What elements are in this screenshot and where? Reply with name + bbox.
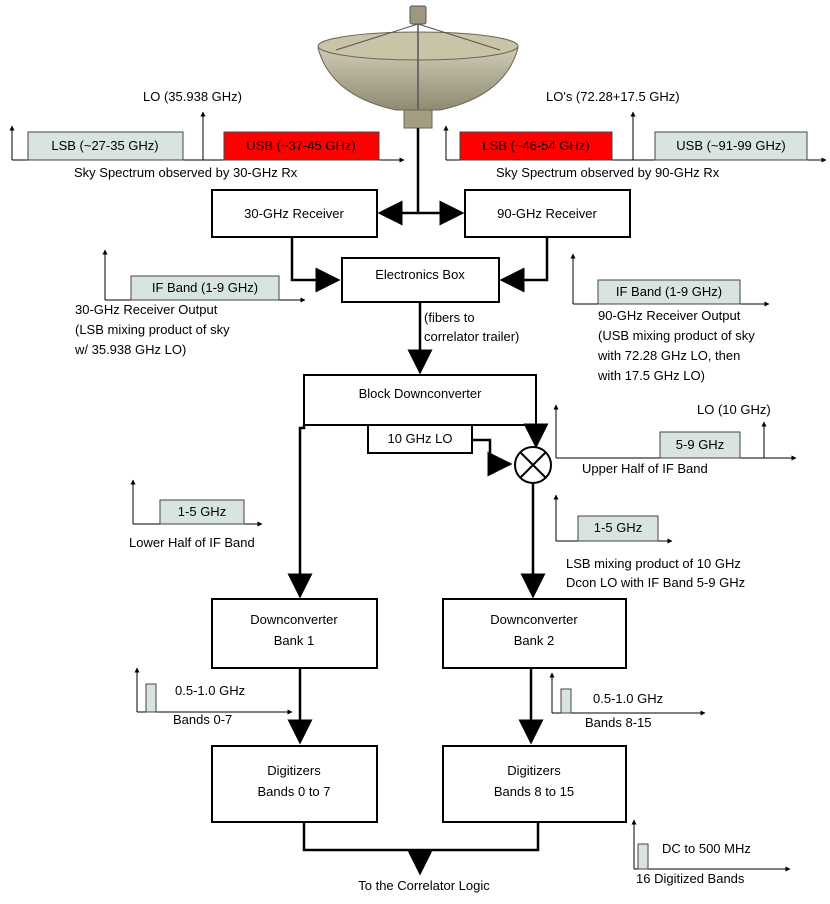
lower-half-caption: Lower Half of IF Band — [129, 535, 255, 550]
dig1-label-line2: Bands 0 to 7 — [258, 784, 331, 799]
if90-caption-line4: with 17.5 GHz LO) — [597, 368, 705, 383]
spectrum-90-caption: Sky Spectrum observed by 90-GHz Rx — [496, 165, 720, 180]
lo-label-30: LO (35.938 GHz) — [143, 89, 242, 104]
receiver-30ghz-label: 30-GHz Receiver — [244, 206, 344, 221]
bands-815-caption: Bands 8-15 — [585, 715, 652, 730]
dcbank1-label-line2: Bank 1 — [274, 633, 314, 648]
lo-label-90: LO's (72.28+17.5 GHz) — [546, 89, 680, 104]
lsb-mix-caption-line1: LSB mixing product of 10 GHz — [566, 556, 741, 571]
dig2-label-line2: Bands 8 to 15 — [494, 784, 574, 799]
if30-caption-line2: (LSB mixing product of sky — [75, 322, 230, 337]
bands-8-15-spectrum: 0.5-1.0 GHz Bands 8-15 — [549, 672, 706, 730]
lower-half-if: 1-5 GHz Lower Half of IF Band — [129, 479, 263, 550]
dig2-label-line1: Digitizers — [507, 763, 561, 778]
lsb-band-30 — [27, 131, 184, 161]
upper-half-lo-label: LO (10 GHz) — [697, 402, 771, 417]
lsb-mixing-product: 1-5 GHz LSB mixing product of 10 GHz Dco… — [553, 494, 745, 590]
digitizers-2-box: Digitizers Bands 8 to 15 — [442, 745, 627, 823]
upper-half-if: 5-9 GHz LO (10 GHz) Upper Half of IF Ban… — [553, 402, 797, 476]
receiver-30ghz-box: 30-GHz Receiver — [211, 189, 378, 238]
if30-caption-line1: 30-GHz Receiver Output — [75, 302, 218, 317]
electronics-box-label: Electronics Box — [375, 267, 465, 282]
if30-caption-line3: w/ 35.938 GHz LO) — [74, 342, 186, 357]
antenna-dish-icon — [317, 5, 519, 129]
receiver-90ghz-label: 90-GHz Receiver — [497, 206, 597, 221]
digitized-caption: 16 Digitized Bands — [636, 871, 745, 886]
if90-caption-line2: (USB mixing product of sky — [598, 328, 755, 343]
bands-0-7-spectrum: 0.5-1.0 GHz Bands 0-7 — [134, 667, 293, 727]
lo-10ghz-box: 10 GHz LO — [367, 424, 473, 454]
lsb-band-90 — [459, 131, 613, 161]
lsb-band-30-label: LSB (~27-35 GHz) — [51, 138, 158, 153]
receiver-90ghz-box: 90-GHz Receiver — [464, 189, 631, 238]
fibers-note-line2: correlator trailer) — [424, 329, 519, 344]
if90-band-label: IF Band (1-9 GHz) — [616, 284, 722, 299]
dcbank2-label-line1: Downconverter — [490, 612, 578, 627]
lsb-band-90-label: LSB (~46-54 GHz) — [482, 138, 589, 153]
dig1-label-line1: Digitizers — [267, 763, 321, 778]
usb-band-30-label: USB (~37-45 GHz) — [246, 138, 355, 153]
downconverter-bank-2-box: Downconverter Bank 2 — [442, 598, 627, 669]
digitizers-1-box: Digitizers Bands 0 to 7 — [211, 745, 378, 823]
mixer-icon — [514, 446, 552, 484]
if90-caption-line3: with 72.28 GHz LO, then — [597, 348, 740, 363]
bands-815-freq: 0.5-1.0 GHz — [593, 691, 663, 706]
digitized-freq: DC to 500 MHz — [662, 841, 751, 856]
block-downconverter-label: Block Downconverter — [359, 386, 482, 401]
if90-caption-line1: 90-GHz Receiver Output — [598, 308, 741, 323]
dcbank2-label-line2: Bank 2 — [514, 633, 554, 648]
dcbank1-label-line1: Downconverter — [250, 612, 338, 627]
spectrum-30-caption: Sky Spectrum observed by 30-GHz Rx — [74, 165, 298, 180]
if-output-90ghz: IF Band (1-9 GHz) 90-GHz Receiver Output… — [570, 253, 770, 383]
block-downconverter-box: Block Downconverter — [303, 374, 537, 426]
if-output-30ghz: IF Band (1-9 GHz) 30-GHz Receiver Output… — [74, 249, 306, 357]
lo-10ghz-label: 10 GHz LO — [387, 431, 452, 446]
usb-band-90-label: USB (~91-99 GHz) — [676, 138, 785, 153]
upper-half-band-label: 5-9 GHz — [676, 437, 724, 452]
upper-half-caption: Upper Half of IF Band — [582, 461, 708, 476]
lower-half-band-label: 1-5 GHz — [178, 504, 226, 519]
fibers-note-line1: (fibers to — [424, 310, 475, 325]
spectrum-30ghz: LSB (~27-35 GHz) USB (~37-45 GHz) LO (35… — [9, 89, 405, 180]
downconverter-bank-1-box: Downconverter Bank 1 — [211, 598, 378, 669]
usb-band-90 — [654, 131, 808, 161]
lsb-mix-band-label: 1-5 GHz — [594, 520, 642, 535]
spectrum-90ghz: LSB (~46-54 GHz) USB (~91-99 GHz) LO's (… — [443, 89, 827, 180]
digitized-bands-spectrum: DC to 500 MHz 16 Digitized Bands — [631, 819, 791, 886]
if30-band-label: IF Band (1-9 GHz) — [152, 280, 258, 295]
usb-band-30 — [223, 131, 380, 161]
bands-07-caption: Bands 0-7 — [173, 712, 232, 727]
correlator-output-label: To the Correlator Logic — [358, 878, 490, 893]
lsb-mix-caption-line2: Dcon LO with IF Band 5-9 GHz — [566, 575, 745, 590]
bands-07-freq: 0.5-1.0 GHz — [175, 683, 245, 698]
electronics-box: Electronics Box — [341, 257, 500, 303]
